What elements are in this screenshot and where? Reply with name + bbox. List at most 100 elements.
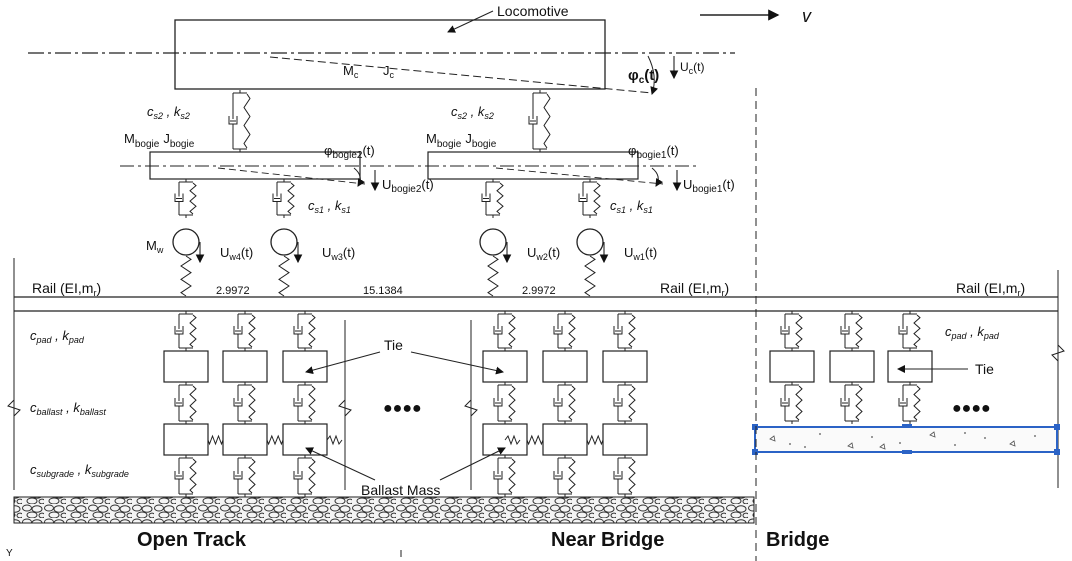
deck-aggregate bbox=[789, 443, 791, 445]
primary-susp-label-front: cs1 , ks1 bbox=[610, 198, 653, 215]
ballast-shear-springs bbox=[207, 434, 604, 446]
section-open-track: Open Track bbox=[137, 529, 247, 551]
wheel-4 bbox=[576, 228, 604, 256]
car-pitch-line bbox=[269, 56, 653, 94]
track-column-7 bbox=[769, 311, 815, 424]
tie-label-left: Tie bbox=[384, 337, 403, 353]
shear-spring-2 bbox=[266, 434, 284, 446]
track-column-6 bbox=[602, 311, 648, 497]
secondary-susp-label-rear: cs2 , ks2 bbox=[147, 104, 190, 121]
contact-spring-2 bbox=[278, 255, 290, 297]
left-break-symbol bbox=[7, 399, 21, 417]
deck-aggregate bbox=[769, 435, 776, 442]
ballast-suspension bbox=[293, 382, 316, 424]
secondary-suspension-rear bbox=[228, 90, 251, 152]
subgrade-label-left: csubgrade , ksubgrade bbox=[30, 462, 129, 479]
deck-aggregate bbox=[804, 446, 806, 448]
primary-susp-label-rear: cs1 , ks1 bbox=[308, 198, 351, 215]
ballast-suspension bbox=[174, 382, 197, 424]
wheel-w3-label: Uw3(t) bbox=[322, 245, 355, 262]
car-mass-label: Mc bbox=[343, 63, 359, 80]
tie-label-right: Tie bbox=[975, 361, 994, 377]
ballast-suspension bbox=[493, 382, 516, 424]
bogie-front-pitch-line bbox=[495, 167, 664, 185]
pad-suspension bbox=[840, 311, 863, 351]
track-column-1 bbox=[163, 311, 209, 497]
pad-suspension bbox=[898, 311, 921, 351]
velocity-label: v bbox=[802, 6, 812, 26]
ballast-suspension bbox=[553, 382, 576, 424]
deck-aggregate bbox=[954, 444, 956, 446]
car-pitch-arrow bbox=[647, 55, 659, 95]
pad-suspension bbox=[553, 311, 576, 351]
spacing-front-bogie: 2.9972 bbox=[522, 285, 556, 297]
ballast-mass-label: Ballast Mass bbox=[361, 482, 440, 498]
wheelsets bbox=[172, 179, 609, 297]
track-column-5 bbox=[542, 311, 588, 497]
tie-block bbox=[887, 350, 933, 383]
bogie-front-pitch-label: φbogie1(t) bbox=[628, 143, 679, 161]
wheel-1 bbox=[172, 228, 200, 256]
tie-pointer-1 bbox=[305, 351, 381, 375]
ballast-suspension bbox=[780, 382, 803, 424]
deck-aggregate bbox=[899, 442, 901, 444]
deck-aggregate bbox=[1009, 440, 1016, 447]
track-column-8 bbox=[829, 311, 875, 424]
secondary-susp-label-front: cs2 , ks2 bbox=[451, 104, 494, 121]
ellipsis-bridge: ●●●● bbox=[952, 400, 991, 417]
shear-spring-edge-2 bbox=[504, 434, 521, 446]
subgrade-gravel bbox=[13, 496, 755, 524]
rail-label-middle: Rail (EI,mr) bbox=[660, 280, 729, 298]
deck-aggregate bbox=[929, 431, 936, 438]
bridge-deck-texture bbox=[769, 431, 1036, 450]
wheel-3 bbox=[479, 228, 507, 256]
shear-spring-edge-1 bbox=[326, 434, 343, 446]
subgrade-suspension bbox=[293, 455, 316, 497]
ballast-suspension bbox=[613, 382, 636, 424]
deck-aggregate bbox=[819, 433, 821, 435]
ballast-block bbox=[222, 423, 268, 456]
pad-suspension bbox=[293, 311, 316, 351]
tie-block bbox=[542, 350, 588, 383]
bogie-front-pitch-arrow bbox=[651, 167, 664, 187]
primary-suspension-3 bbox=[481, 179, 504, 218]
shear-spring-3 bbox=[526, 434, 544, 446]
ballast-label-left: cballast , kballast bbox=[30, 400, 106, 417]
ballast-suspension bbox=[840, 382, 863, 424]
wheel-w1-label: Uw1(t) bbox=[624, 245, 657, 262]
right-break-symbol bbox=[1051, 344, 1065, 362]
car-disp-label: Uc(t) bbox=[680, 60, 705, 76]
primary-suspension-4 bbox=[578, 179, 601, 218]
tie-block bbox=[829, 350, 875, 383]
tie-block bbox=[282, 350, 328, 383]
section-bridge: Bridge bbox=[766, 529, 829, 551]
wheel-2 bbox=[270, 228, 298, 256]
bogie-rear-disp-label: Ubogie2(t) bbox=[382, 177, 434, 195]
pad-suspension bbox=[613, 311, 636, 351]
wheel-w2-label: Uw2(t) bbox=[527, 245, 560, 262]
car-pitch-label: φc(t) bbox=[628, 67, 659, 86]
track-column-9 bbox=[887, 311, 933, 424]
pad-suspension bbox=[174, 311, 197, 351]
ballast-pointer-1 bbox=[305, 447, 376, 481]
car-inertia-label: Jc bbox=[383, 63, 395, 80]
primary-suspension-1 bbox=[174, 179, 197, 218]
subgrade-suspension bbox=[613, 455, 636, 497]
subgrade-suspension bbox=[553, 455, 576, 497]
tie-block bbox=[602, 350, 648, 383]
bridge-deck-handles bbox=[752, 424, 1060, 455]
bogie-rear-pitch-label: φbogie2(t) bbox=[324, 143, 375, 161]
deck-aggregate bbox=[847, 442, 854, 449]
deck-aggregate bbox=[879, 443, 886, 450]
track-supports bbox=[163, 311, 933, 497]
wheel-mass-label: Mw bbox=[146, 238, 164, 255]
locomotive-pointer bbox=[447, 10, 494, 33]
primary-suspension-2 bbox=[272, 179, 295, 218]
ellipsis-open-track: ●●●● bbox=[383, 400, 422, 417]
rail-label-right: Rail (EI,mr) bbox=[956, 280, 1025, 298]
pad-suspension bbox=[233, 311, 256, 351]
track-column-4 bbox=[482, 311, 528, 497]
